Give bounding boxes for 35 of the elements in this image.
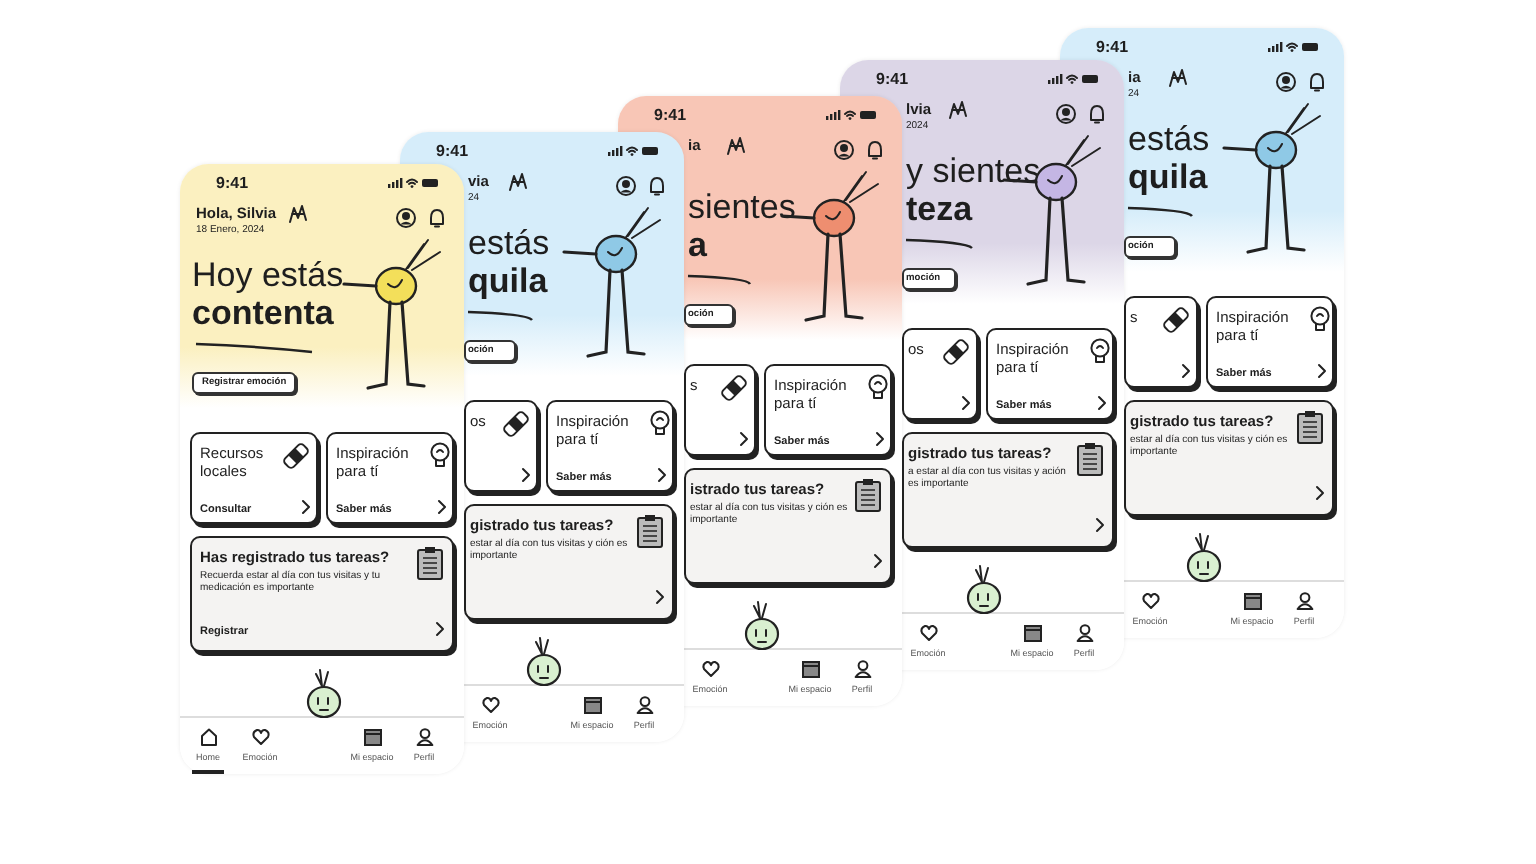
tasks-card: [190, 536, 454, 652]
heading-text: quila: [468, 262, 548, 303]
info-card: [546, 400, 674, 492]
heading-text: contenta: [192, 294, 334, 335]
tasks-card: [464, 504, 674, 620]
heading-text: teza: [906, 190, 973, 231]
info-card: [684, 364, 756, 456]
bottom-nav-bar: [464, 684, 684, 742]
bottom-nav-bar: [684, 648, 902, 706]
heading-text: a: [688, 226, 707, 267]
status-time: 9:41: [1096, 38, 1129, 58]
info-card: [464, 400, 538, 492]
heading-text: estás: [1128, 120, 1210, 161]
status-time: 9:41: [876, 70, 909, 90]
heading-text: sientes: [688, 188, 796, 229]
tasks-card: [902, 432, 1114, 548]
tasks-card: [684, 468, 892, 584]
phone-screen: [180, 164, 464, 774]
bottom-nav-bar: [902, 612, 1124, 670]
heading-text: Hoy estás: [192, 256, 344, 297]
info-card: [764, 364, 892, 456]
heading-text: quila: [1128, 158, 1208, 199]
info-card: [190, 432, 318, 524]
heading-text: estás: [468, 224, 550, 265]
info-card: [1124, 296, 1198, 388]
bottom-nav-bar: [180, 716, 464, 774]
tasks-card: [1124, 400, 1334, 516]
info-card: [326, 432, 454, 524]
status-time: 9:41: [654, 106, 687, 126]
bottom-nav-bar: [1124, 580, 1344, 638]
info-card: [1206, 296, 1334, 388]
info-card: [902, 328, 978, 420]
status-time: 9:41: [216, 174, 249, 194]
status-time: 9:41: [436, 142, 469, 162]
info-card: [986, 328, 1114, 420]
